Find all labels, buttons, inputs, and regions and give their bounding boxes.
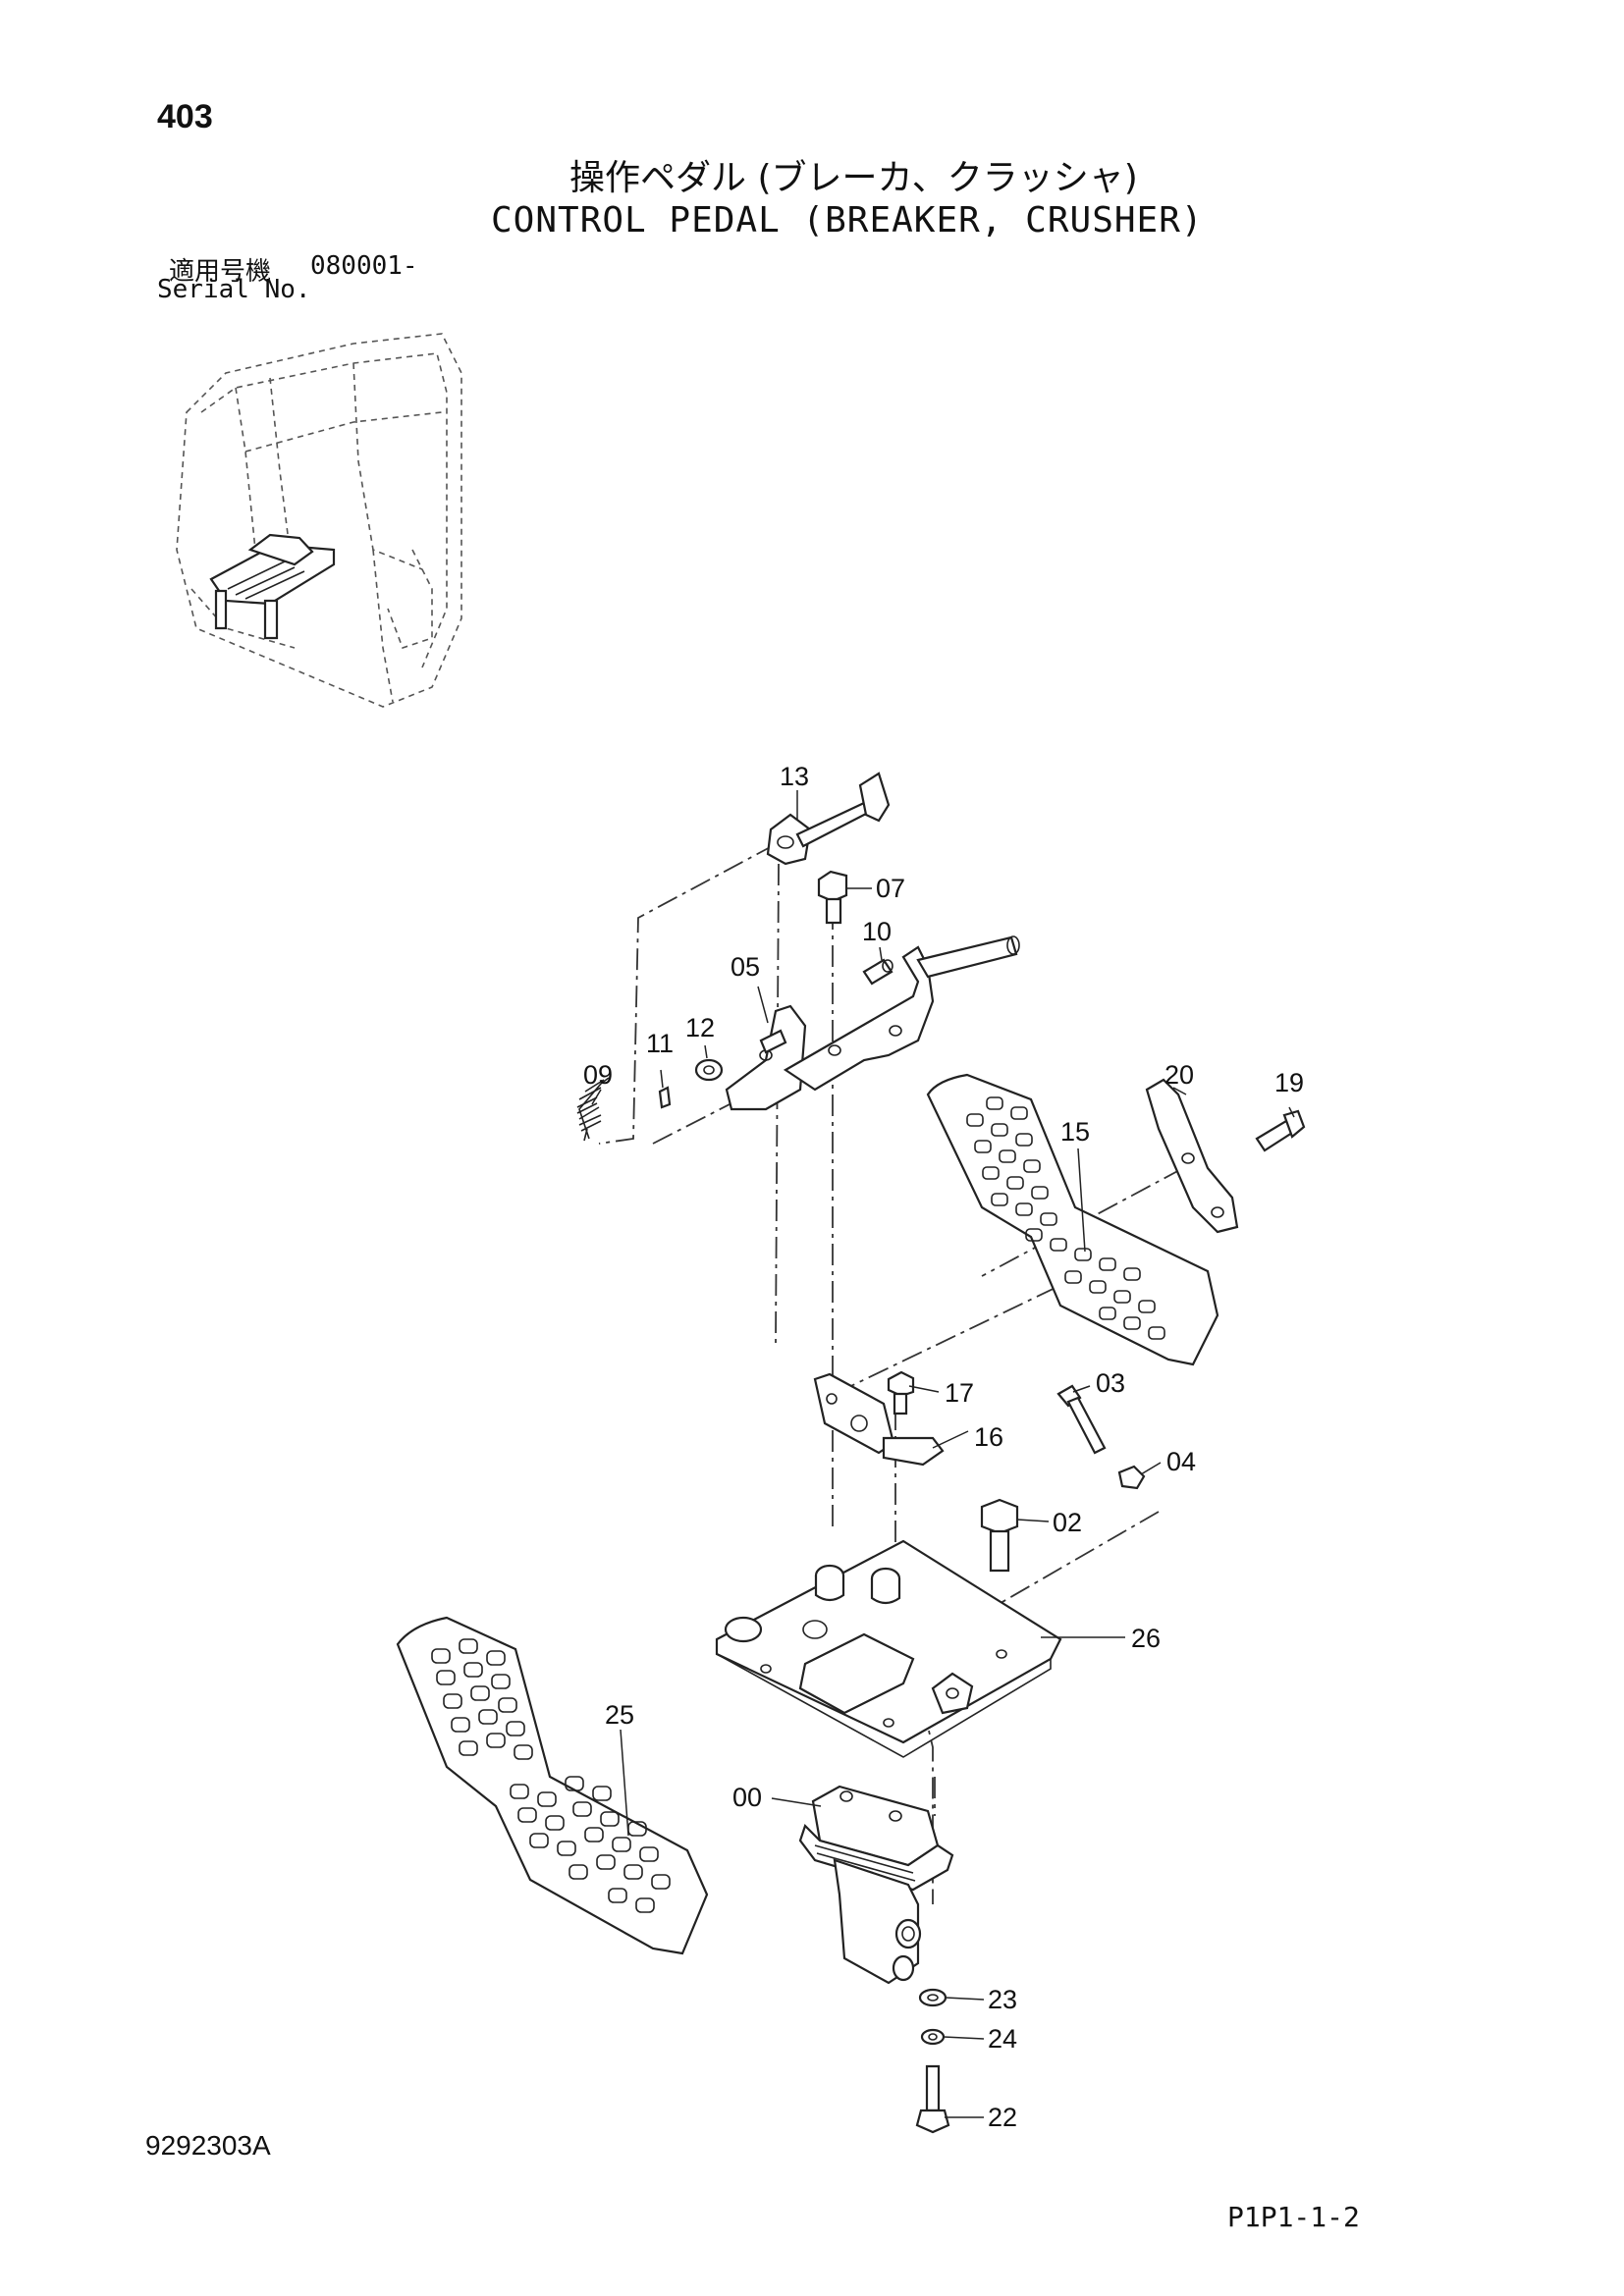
callout-16: 16 [974,1422,1003,1452]
serial-label-japanese: 適用号機 [169,257,272,287]
serial-number-range: 080001- [310,251,418,281]
callout-numbers: 13 07 10 05 12 11 09 15 20 19 17 16 03 0… [583,762,1304,2132]
page-code: P1P1-1-2 [1227,2201,1360,2233]
callout-leader-lines [591,790,1295,2118]
part-19-bolt [1255,1109,1306,1152]
part-13-pedal-cover [766,772,891,866]
part-22-bolt [915,2064,950,2134]
callout-19: 19 [1274,1068,1304,1097]
part-15-pedal-plate [926,1073,1219,1366]
callout-13: 13 [780,762,809,791]
title-japanese: 操作ペダル (ブレーカ、クラッシャ) [569,158,1138,198]
callout-24: 24 [988,2024,1017,2054]
callout-11: 11 [646,1029,674,1058]
part-07-bolt [817,870,848,925]
callout-17: 17 [945,1378,974,1408]
callout-23: 23 [988,1985,1017,2014]
callout-12: 12 [685,1013,715,1042]
part-16-bracket [813,1372,945,1467]
callout-05: 05 [731,952,760,982]
callout-15: 15 [1060,1117,1090,1147]
callout-10: 10 [862,917,892,946]
part-17-bolt [887,1370,915,1415]
callout-00: 00 [732,1783,762,1812]
part-02-bolt [980,1498,1019,1573]
title-english: CONTROL PEDAL (BREAKER, CRUSHER) [491,200,1204,240]
part-11-cotter-pin [658,1086,672,1109]
part-24-washer [920,2028,946,2046]
callout-22: 22 [988,2103,1017,2132]
part-09-spring [576,1077,610,1142]
callout-03: 03 [1096,1368,1125,1398]
part-20-pedal-bracket [1145,1078,1239,1234]
part-00-pilot-valve [798,1785,954,1985]
drawing-number: 9292303A [145,2130,271,2161]
callout-09: 09 [583,1060,613,1090]
part-03-bolt [1056,1384,1107,1455]
serial-label-english: Serial No. [157,275,311,304]
callout-07: 07 [876,874,905,903]
part-10-pin [862,958,893,986]
part-23-washer [918,1988,947,2007]
page-number: 403 [157,98,213,135]
part-26-base-plate [715,1539,1062,1758]
part-25-pedal-plate [396,1616,709,1955]
part-05-bracket [725,935,1020,1111]
part-04-nut [1117,1465,1146,1490]
callout-26: 26 [1131,1624,1161,1653]
callout-02: 02 [1053,1508,1082,1537]
callout-20: 20 [1164,1060,1194,1090]
part-12-washer [694,1058,724,1082]
callout-04: 04 [1166,1447,1196,1476]
cab-locator-thumbnail [176,333,462,708]
callout-25: 25 [605,1700,634,1730]
